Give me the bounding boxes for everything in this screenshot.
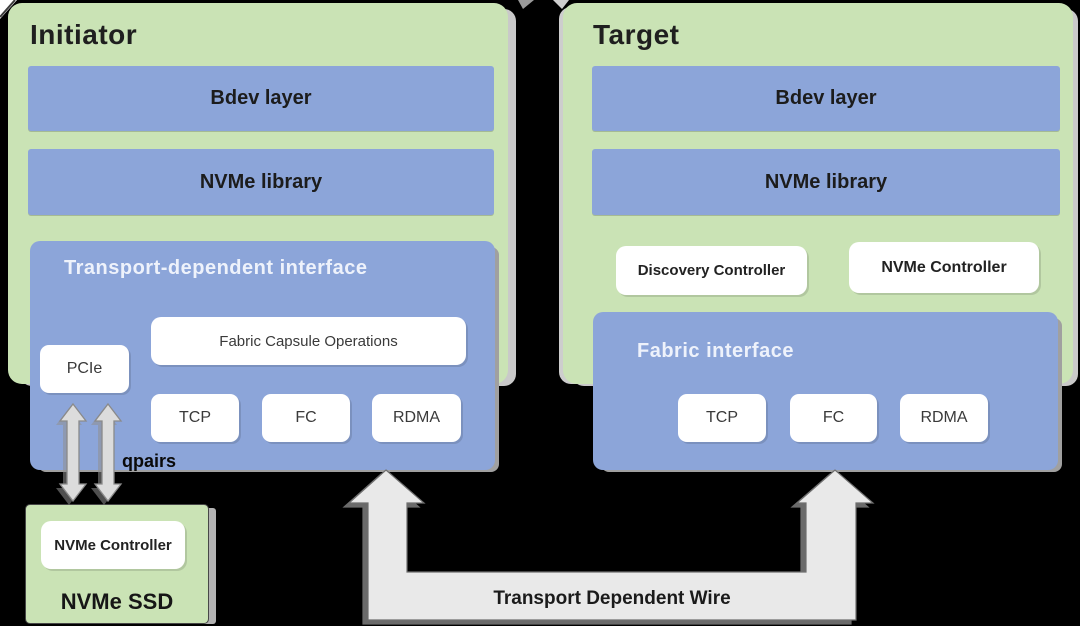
initiator-nvme-library-layer: NVMe library	[28, 149, 494, 215]
fabric-capsule-operations-chip: Fabric Capsule Operations	[151, 317, 466, 365]
qpairs-label: qpairs	[122, 451, 177, 471]
nvme-ssd-title: NVMe SSD	[60, 589, 174, 614]
initiator-tcp-chip: TCP	[151, 394, 239, 442]
target-fc-chip: FC	[790, 394, 877, 442]
target-bdev-layer: Bdev layer	[592, 66, 1060, 131]
initiator-rdma-chip: RDMA	[372, 394, 461, 442]
transport-dependent-interface-panel: Transport-dependent interface Fabric Cap…	[30, 241, 495, 470]
initiator-title: Initiator	[30, 19, 138, 50]
initiator-box: Initiator Bdev layer NVMe library Transp…	[8, 3, 508, 470]
transport-dependent-wire-label: Transport Dependent Wire	[493, 588, 731, 609]
target-tcp-chip: TCP	[678, 394, 766, 442]
target-rdma-chip: RDMA	[900, 394, 988, 442]
pcie-chip: PCIe	[40, 345, 129, 393]
discovery-controller-chip: Discovery Controller	[616, 246, 807, 295]
target-box: Target Bdev layer NVMe library Discovery…	[563, 3, 1073, 470]
fabric-interface-title: Fabric interface	[637, 340, 794, 362]
transport-dependent-interface-title: Transport-dependent interface	[64, 257, 368, 279]
nvme-ssd-box: NVMe Controller NVMe SSD	[25, 504, 209, 624]
gap-left-gray-corner	[518, 0, 534, 9]
ssd-nvme-controller-chip: NVMe Controller	[41, 521, 185, 569]
target-nvme-controller-chip: NVMe Controller	[849, 242, 1039, 293]
target-nvme-library-layer: NVMe library	[592, 149, 1060, 215]
initiator-bdev-layer: Bdev layer	[28, 66, 494, 131]
fabric-interface-panel: Fabric interface TCP FC RDMA	[593, 312, 1058, 470]
target-title: Target	[593, 19, 680, 50]
initiator-fc-chip: FC	[262, 394, 350, 442]
